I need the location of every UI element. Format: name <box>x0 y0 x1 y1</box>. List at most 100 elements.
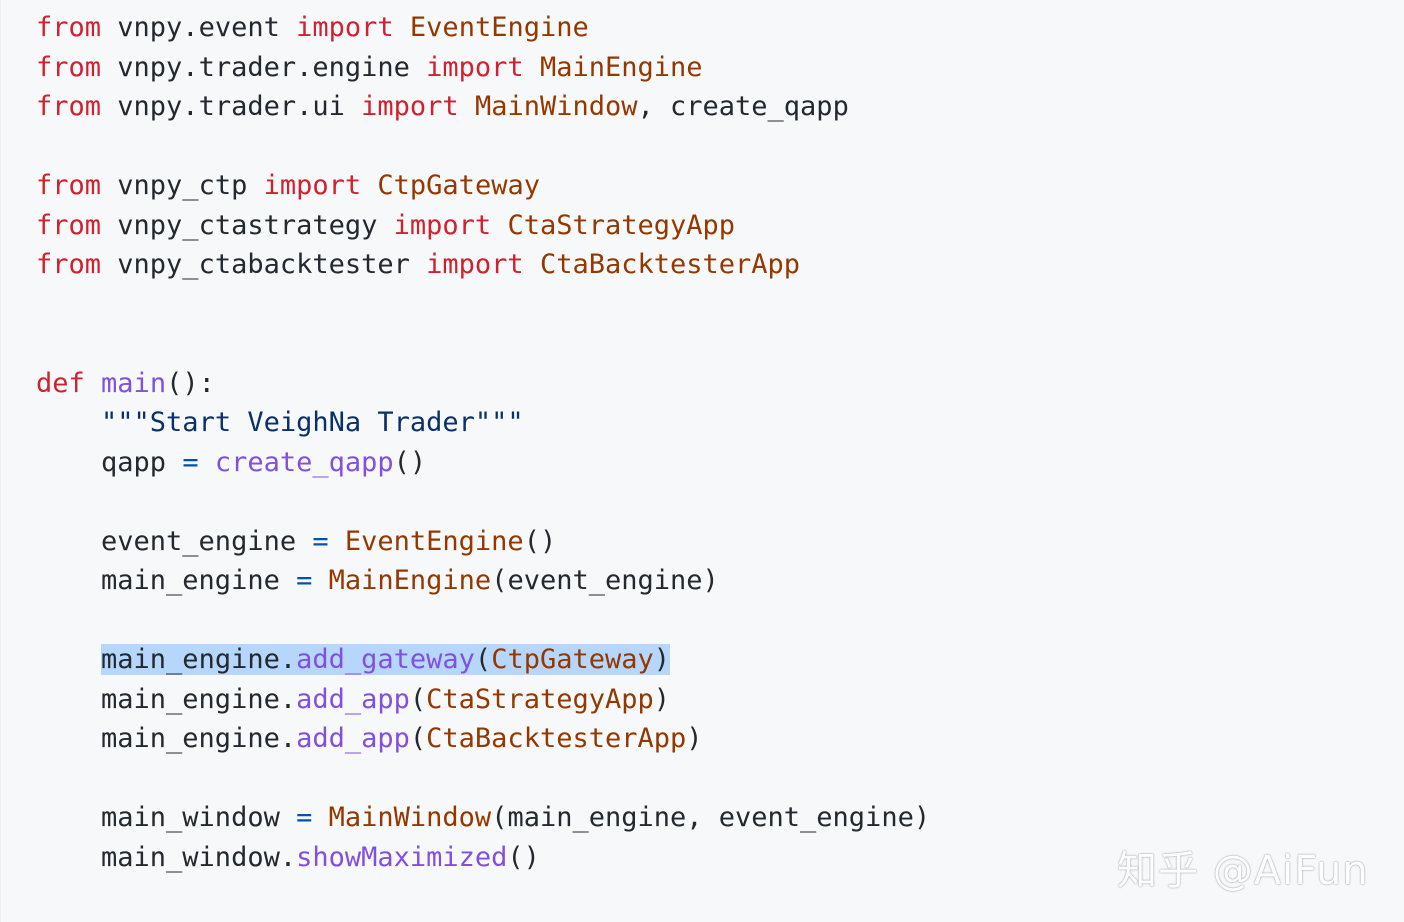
code-token: ) <box>686 723 703 754</box>
code-token: import <box>296 12 394 43</box>
code-line: from vnpy_ctp import CtpGateway <box>36 166 930 206</box>
code-token: from <box>36 51 102 83</box>
code-token: vnpy_ctastrategy <box>101 209 394 241</box>
code-token: showMaximized <box>296 841 508 873</box>
code-token <box>199 447 215 478</box>
code-token <box>459 91 475 122</box>
code-token: main_engine. <box>36 723 297 754</box>
code-token: CtaBacktesterApp <box>539 249 801 280</box>
code-line: from vnpy.event import EventEngine <box>36 8 930 48</box>
code-token: import <box>426 249 524 280</box>
code-token: main <box>101 367 167 399</box>
code-token <box>394 12 410 43</box>
code-line: from vnpy.trader.engine import MainEngin… <box>36 48 930 88</box>
code-token: from <box>36 170 102 201</box>
code-token: main_engine <box>36 565 297 596</box>
code-token: ( <box>409 723 427 754</box>
code-token: main_window. <box>36 841 297 873</box>
code-token <box>85 368 101 399</box>
code-token: from <box>36 91 102 122</box>
code-line <box>36 759 930 799</box>
code-token: , create_qapp <box>637 91 849 122</box>
code-token: CtaStrategyApp <box>426 683 654 715</box>
code-line <box>36 285 930 325</box>
code-token: import <box>263 170 362 201</box>
code-line: qapp = create_qapp() <box>36 443 930 483</box>
code-token: def <box>36 367 85 399</box>
code-line: main_window.showMaximized() <box>36 838 930 878</box>
code-token <box>329 526 345 557</box>
code-token: import <box>393 209 492 241</box>
code-line: main_engine.add_app(CtaStrategyApp) <box>36 680 930 720</box>
code-line: event_engine = EventEngine() <box>36 522 930 562</box>
code-token <box>312 565 328 596</box>
code-token: from <box>36 249 102 280</box>
code-line: def main(): <box>36 364 930 404</box>
code-token: add_gateway <box>296 644 475 675</box>
code-token: ) <box>653 683 670 715</box>
code-token: main_engine. <box>36 683 297 715</box>
code-line: from vnpy_ctastrategy import CtaStrategy… <box>36 206 930 246</box>
watermark: 知乎 @AiFun <box>1117 848 1369 894</box>
code-token: add_app <box>296 723 410 754</box>
code-line <box>36 482 930 522</box>
code-line <box>36 601 930 641</box>
code-token: from <box>36 12 102 43</box>
code-token: (main_engine, event_engine) <box>491 802 931 833</box>
code-token <box>524 52 540 83</box>
code-token: = <box>296 565 313 596</box>
code-token: EventEngine <box>344 525 524 557</box>
code-token <box>36 407 101 438</box>
code-token: qapp <box>36 446 183 478</box>
code-token: event_engine <box>36 525 313 557</box>
code-token: = <box>312 525 329 557</box>
code-token: = <box>182 446 199 478</box>
code-token: add_app <box>296 683 410 715</box>
code-token: MainWindow <box>474 91 638 122</box>
code-token: MainEngine <box>328 565 492 596</box>
code-token: main_window <box>36 802 297 833</box>
code-token: """Start VeighNa Trader""" <box>101 407 524 438</box>
code-token: main_engine. <box>101 644 297 675</box>
code-line: from vnpy.trader.ui import MainWindow, c… <box>36 87 930 127</box>
code-token: vnpy.trader.ui <box>101 91 362 122</box>
code-token <box>524 249 540 280</box>
code-token: ( <box>409 683 427 715</box>
code-token: vnpy_ctabacktester <box>101 249 427 280</box>
code-line: from vnpy_ctabacktester import CtaBackte… <box>36 245 930 285</box>
code-token: EventEngine <box>409 12 589 43</box>
code-line: main_engine.add_app(CtaBacktesterApp) <box>36 719 930 759</box>
code-token: create_qapp <box>214 446 394 478</box>
code-token: vnpy_ctp <box>101 170 264 201</box>
code-line: """Start VeighNa Trader""" <box>36 403 930 443</box>
code-token: from <box>36 209 102 241</box>
code-token: CtaStrategyApp <box>507 209 736 241</box>
code-token <box>361 170 377 201</box>
code-token: MainEngine <box>539 51 703 83</box>
code-token <box>491 210 507 241</box>
code-token: = <box>296 802 313 833</box>
code-token: () <box>507 841 540 873</box>
code-token: import <box>426 51 524 83</box>
code-token: () <box>393 446 427 478</box>
code-token: MainWindow <box>328 802 492 833</box>
code-line <box>36 324 930 364</box>
code-token: vnpy.trader.engine <box>101 51 427 83</box>
code-line: main_engine = MainEngine(event_engine) <box>36 561 930 601</box>
code-token: vnpy.event <box>101 12 297 43</box>
code-line <box>36 127 930 167</box>
code-token: CtaBacktesterApp <box>426 723 687 754</box>
code-token: CtpGateway <box>377 170 540 201</box>
code-line: main_window = MainWindow(main_engine, ev… <box>36 798 930 838</box>
code-token: ) <box>653 644 671 675</box>
code-token: ( <box>474 644 492 675</box>
code-token: () <box>523 525 557 557</box>
code-token <box>36 644 101 675</box>
code-line: main_engine.add_gateway(CtpGateway) <box>36 640 930 680</box>
code-token: (): <box>166 367 215 399</box>
code-token: import <box>361 91 459 122</box>
code-token: CtpGateway <box>491 644 654 675</box>
code-token: (event_engine) <box>491 565 719 596</box>
